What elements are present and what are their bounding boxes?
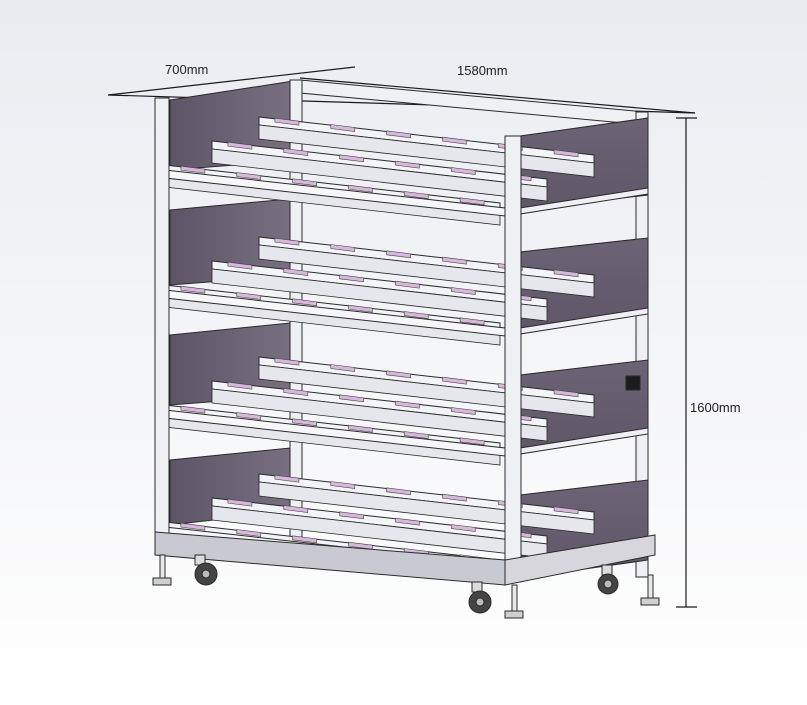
shelf-tiers: [164, 116, 649, 583]
shelf-divider: [292, 298, 317, 307]
foot-front: [504, 584, 524, 619]
shelf-divider: [292, 418, 317, 427]
shelf-divider: [236, 292, 262, 300]
shelf-divider: [459, 317, 485, 326]
shelf-divider: [236, 529, 262, 537]
shelf-divider: [330, 481, 356, 489]
shelf-divider: [330, 364, 356, 372]
shelf-divider: [386, 370, 411, 379]
shelf-divider: [395, 280, 420, 289]
shelf-divider: [386, 250, 411, 259]
width-dimension-label: 1580mm: [457, 63, 508, 78]
shelf-divider: [330, 244, 356, 252]
caster-front-right: [468, 581, 492, 614]
shelf-divider: [348, 424, 373, 433]
height-dimension-label: 1600mm: [690, 400, 741, 415]
shelf-divider: [283, 148, 309, 156]
shelf-divider: [395, 160, 420, 169]
shelf-divider: [395, 400, 420, 409]
shelf-divider: [180, 405, 206, 414]
shelf-divider: [180, 522, 206, 531]
shelf-divider: [292, 535, 317, 544]
shelf-divider: [442, 256, 467, 265]
shelf-divider: [339, 154, 364, 163]
shelf-divider: [553, 149, 579, 158]
shelf-tier-face: [211, 148, 548, 202]
shelf-divider: [459, 197, 485, 206]
shelf-tier-face: [211, 268, 548, 322]
shelf-divider: [553, 269, 579, 278]
shelf-divider: [450, 167, 476, 175]
foot-left: [152, 554, 172, 586]
shelf-divider: [227, 381, 253, 390]
shelf-divider: [450, 407, 476, 415]
foot-right: [640, 574, 660, 606]
shelf-divider: [227, 261, 253, 270]
shelf-divider: [180, 285, 206, 294]
base-frame: [154, 531, 656, 586]
shelf-divider: [442, 136, 467, 145]
shelf-divider: [274, 117, 300, 126]
shelf-divider: [283, 388, 309, 396]
shelf-divider: [348, 304, 373, 313]
front-posts: [154, 97, 522, 583]
caster-front-left: [194, 554, 218, 586]
depth-dimension-label: 700mm: [165, 62, 209, 77]
shelf-tier-face: [211, 388, 548, 442]
shelf-divider: [330, 124, 356, 132]
shelf-divider: [403, 431, 429, 439]
shelf-divider: [274, 237, 300, 246]
shelf-divider: [274, 474, 300, 483]
shelf-divider: [553, 389, 579, 398]
shelf-divider: [348, 184, 373, 193]
shelf-divider: [227, 498, 253, 507]
shelf-divider: [386, 130, 411, 139]
shelf-divider: [283, 268, 309, 276]
shelf-divider: [236, 412, 262, 420]
shelf-divider: [450, 287, 476, 295]
shelf-divider: [553, 506, 579, 515]
shelf-divider: [274, 357, 300, 366]
shelf-divider: [403, 191, 429, 199]
shelf-divider: [395, 517, 420, 526]
shelf-divider: [442, 493, 467, 502]
shelf-divider: [450, 524, 476, 532]
shelf-divider: [339, 511, 364, 520]
shelf-divider: [180, 165, 206, 174]
shelf-divider: [403, 311, 429, 319]
shelf-divider: [339, 394, 364, 403]
shelf-divider: [227, 141, 253, 150]
shelf-divider: [386, 487, 411, 496]
shelf-divider: [292, 178, 317, 187]
shelf-divider: [283, 505, 309, 513]
caster-rear-right: [597, 564, 619, 595]
shelf-divider: [236, 172, 262, 180]
shelf-divider: [459, 437, 485, 446]
shelf-divider: [339, 274, 364, 283]
casters: [152, 554, 660, 619]
shelf-divider: [442, 376, 467, 385]
